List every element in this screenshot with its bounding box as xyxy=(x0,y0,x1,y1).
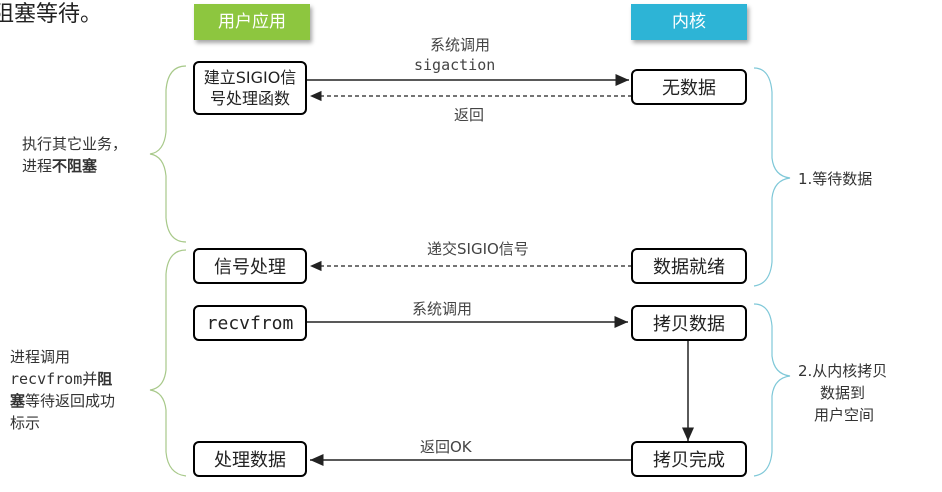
stage1-note: 1.等待数据 xyxy=(798,170,873,188)
return-label: 返回 xyxy=(454,106,485,124)
nonblocking-note-line-2: 进程不阻塞 xyxy=(22,155,127,177)
stage2-note-line-3: 用户空间 xyxy=(814,406,875,424)
syscall-label: 系统调用 xyxy=(430,36,491,54)
deliver-sigio-label: 递交SIGIO信号 xyxy=(427,240,529,258)
sigio-box-line-1: 建立SIGIO信 xyxy=(203,68,297,87)
sigio-handler-setup-box: 建立SIGIO信 号处理函数 xyxy=(193,61,307,115)
sigaction-label: sigaction xyxy=(414,56,496,74)
blocking-note-line-1: 进程调用 xyxy=(10,348,71,366)
right-brace-stage2 xyxy=(753,303,791,477)
process-data-box: 处理数据 xyxy=(193,441,307,477)
nonblocking-note: 执行其它业务， 进程不阻塞 xyxy=(22,133,127,177)
kernel-header: 内核 xyxy=(631,4,747,40)
blocking-note-bold: 阻 xyxy=(97,370,113,388)
stage2-note: 2.从内核拷贝 数据到 用户空间 xyxy=(798,360,887,426)
nonblocking-note-bold: 不阻塞 xyxy=(52,157,98,175)
top-fragment-text: 阻塞等待。 xyxy=(0,2,103,27)
blocking-note: 进程调用 recvfrom并阻 塞等待返回成功 标示 xyxy=(10,346,115,434)
blocking-note-prefix: recvfrom并 xyxy=(10,370,98,388)
right-brace-stage1 xyxy=(753,67,791,287)
blocking-note-bold-2: 塞 xyxy=(10,392,26,410)
stage2-note-line-1: 2.从内核拷贝 xyxy=(798,362,888,380)
recvfrom-box: recvfrom xyxy=(193,305,307,341)
left-brace-nonblocking xyxy=(149,65,187,243)
copy-done-box: 拷贝完成 xyxy=(631,441,747,477)
data-ready-box: 数据就绪 xyxy=(631,248,747,284)
blocking-note-line-3: 塞等待返回成功 xyxy=(10,390,115,412)
signal-handler-box: 信号处理 xyxy=(193,248,307,284)
nonblocking-note-line-1: 执行其它业务， xyxy=(22,135,128,153)
no-data-box: 无数据 xyxy=(631,69,747,105)
user-app-header: 用户应用 xyxy=(194,4,310,40)
blocking-note-line-4: 标示 xyxy=(10,414,41,432)
return-ok-label: 返回OK xyxy=(420,438,472,456)
blocking-note-suffix: 等待返回成功 xyxy=(25,392,116,410)
copy-data-box: 拷贝数据 xyxy=(631,305,747,341)
syscall-recvfrom-label: 系统调用 xyxy=(412,300,473,318)
left-brace-blocking xyxy=(149,249,187,477)
nonblocking-note-prefix: 进程 xyxy=(22,157,53,175)
blocking-note-line-2: recvfrom并阻 xyxy=(10,368,115,390)
sigio-box-line-2: 号处理函数 xyxy=(209,89,290,108)
stage2-note-line-2: 数据到 xyxy=(820,384,866,402)
